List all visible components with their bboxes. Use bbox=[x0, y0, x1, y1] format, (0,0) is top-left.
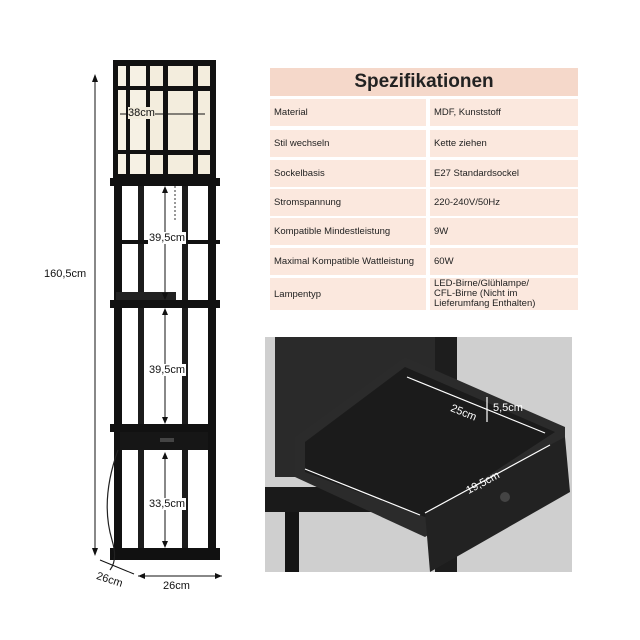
shelf-gap-3-label: 33,5cm bbox=[148, 498, 187, 510]
spec-value: E27 Standardsockel bbox=[430, 160, 578, 187]
spec-label: Stil wechseln bbox=[270, 130, 426, 157]
spec-title: Spezifikationen bbox=[270, 68, 578, 96]
spec-row-style: Stil wechseln Kette ziehen bbox=[270, 130, 578, 157]
spec-label: Material bbox=[270, 99, 426, 126]
spec-row-voltage: Stromspannung 220-240V/50Hz bbox=[270, 189, 578, 216]
spec-row-material: Material MDF, Kunststoff bbox=[270, 99, 578, 126]
drawer-height-label: 5,5cm bbox=[493, 402, 523, 414]
spec-value: 220-240V/50Hz bbox=[430, 189, 578, 216]
spec-label: Maximal Kompatible Wattleistung bbox=[270, 248, 426, 275]
shade-width-label: 38cm bbox=[128, 107, 155, 119]
drawer-illustration bbox=[265, 337, 572, 572]
spec-row-bulb-type: Lampentyp LED-Birne/Glühlampe/ CFL-Birne… bbox=[270, 278, 578, 310]
shelf-gap-2-label: 39,5cm bbox=[148, 364, 187, 376]
floor-lamp-illustration bbox=[92, 60, 222, 579]
total-height-label: 160,5cm bbox=[44, 268, 87, 280]
spec-row-min-wattage: Kompatible Mindestleistung 9W bbox=[270, 218, 578, 245]
spec-value: 60W bbox=[430, 248, 578, 275]
drawer-photo: 25cm 5,5cm 19,5cm bbox=[265, 337, 572, 572]
spec-value: LED-Birne/Glühlampe/ CFL-Birne (Nicht im… bbox=[430, 278, 578, 310]
spec-label: Kompatible Mindestleistung bbox=[270, 218, 426, 245]
spec-value: MDF, Kunststoff bbox=[430, 99, 578, 126]
spec-row-socket: Sockelbasis E27 Standardsockel bbox=[270, 160, 578, 187]
spec-label: Stromspannung bbox=[270, 189, 426, 216]
spec-label: Lampentyp bbox=[270, 278, 426, 310]
spec-value: Kette ziehen bbox=[430, 130, 578, 157]
spec-value: 9W bbox=[430, 218, 578, 245]
spec-label: Sockelbasis bbox=[270, 160, 426, 187]
width-label: 26cm bbox=[163, 580, 190, 592]
shelf-gap-1-label: 39,5cm bbox=[148, 232, 187, 244]
spec-row-max-wattage: Maximal Kompatible Wattleistung 60W bbox=[270, 248, 578, 275]
